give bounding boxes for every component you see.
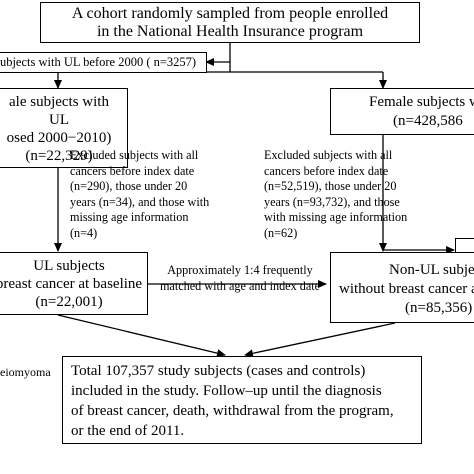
- total-line-4: or the end of 2011.: [71, 423, 185, 439]
- excluded-left-line-1: Excluded subjects with all: [70, 148, 199, 162]
- ul-subjects-box: ale subjects with UL osed 2000−2010) (n=…: [0, 88, 128, 168]
- matching-line-2: matched with age and index date: [159, 278, 321, 293]
- excluded-left-note: Excluded subjects with all cancers befor…: [70, 148, 209, 242]
- excluded-ul-before-text: Subjects with UL before 2000 ( n=3257): [0, 55, 197, 69]
- excluded-ul-before-box: Subjects with UL before 2000 ( n=3257): [0, 52, 207, 73]
- ul-baseline-line-2: breast cancer at baseline: [0, 276, 143, 292]
- excluded-right-line-4: years (n=93,732), and those: [264, 194, 400, 209]
- cohort-line-2: in the National Health Insurance program: [96, 23, 364, 40]
- non-ul-subjects-box: Female subjects w (n=428,586: [330, 88, 474, 135]
- excluded-right-line-1: Excluded subjects with all: [264, 148, 393, 162]
- abbreviation-text: eiomyoma: [0, 365, 51, 379]
- excluded-left-line-4: years (n=34), and those with: [70, 194, 210, 209]
- total-subjects-box: Total 107,357 study subjects (cases and …: [62, 356, 422, 444]
- excluded-right-line-2: cancers before index date: [264, 163, 389, 178]
- total-line-2: included in the study. Follow–up until t…: [71, 383, 382, 399]
- cohort-line-1: A cohort randomly sampled from people en…: [71, 5, 389, 22]
- ul-subjects-line-2: UL: [49, 112, 69, 128]
- excluded-left-line-3: (n=290), those under 20: [70, 179, 188, 194]
- non-ul-baseline-box: Non-UL subjec without breast cancer a (n…: [330, 252, 474, 323]
- total-line-1: Total 107,357 study subjects (cases and …: [71, 363, 366, 379]
- ul-baseline-box: UL subjects breast cancer at baseline (n…: [0, 252, 148, 315]
- excluded-right-note: Excluded subjects with all cancers befor…: [264, 148, 407, 242]
- excluded-left-line-5: missing age information: [70, 210, 189, 225]
- ul-baseline-line-3: (n=22,001): [35, 294, 103, 310]
- excluded-left-line-6: (n=4): [70, 225, 98, 240]
- matching-note: Approximately 1:4 frequently matched wit…: [150, 263, 330, 294]
- excluded-right-line-6: (n=62): [264, 225, 298, 240]
- ul-subjects-line-4: (n=22,329): [25, 148, 93, 164]
- matching-line-1: Approximately 1:4 frequently: [167, 263, 313, 277]
- ul-subjects-line-3: osed 2000−2010): [6, 130, 112, 146]
- ul-baseline-line-1: UL subjects: [33, 258, 105, 274]
- non-ul-baseline-line-3: (n=85,356): [405, 300, 473, 316]
- non-ul-baseline-line-1: Non-UL subjec: [389, 262, 474, 278]
- connector-ul-to-total: [57, 314, 226, 358]
- non-ul-baseline-line-2: without breast cancer a: [339, 281, 474, 297]
- non-ul-subjects-line-2: (n=428,586: [393, 113, 463, 129]
- cohort-box: A cohort randomly sampled from people en…: [40, 2, 420, 43]
- connector-non-ul-to-total: [244, 322, 396, 358]
- excluded-left-line-2: cancers before index date: [70, 163, 195, 178]
- non-ul-subjects-line-1: Female subjects w: [369, 94, 474, 110]
- ul-subjects-line-1: ale subjects with: [9, 94, 109, 110]
- excluded-right-line-5: with missing age information: [264, 210, 408, 225]
- total-line-3: of breast cancer, death, withdrawal from…: [71, 403, 394, 419]
- excluded-right-line-3: (n=52,519), those under 20: [264, 179, 397, 194]
- abbreviation-note: eiomyoma: [0, 365, 51, 381]
